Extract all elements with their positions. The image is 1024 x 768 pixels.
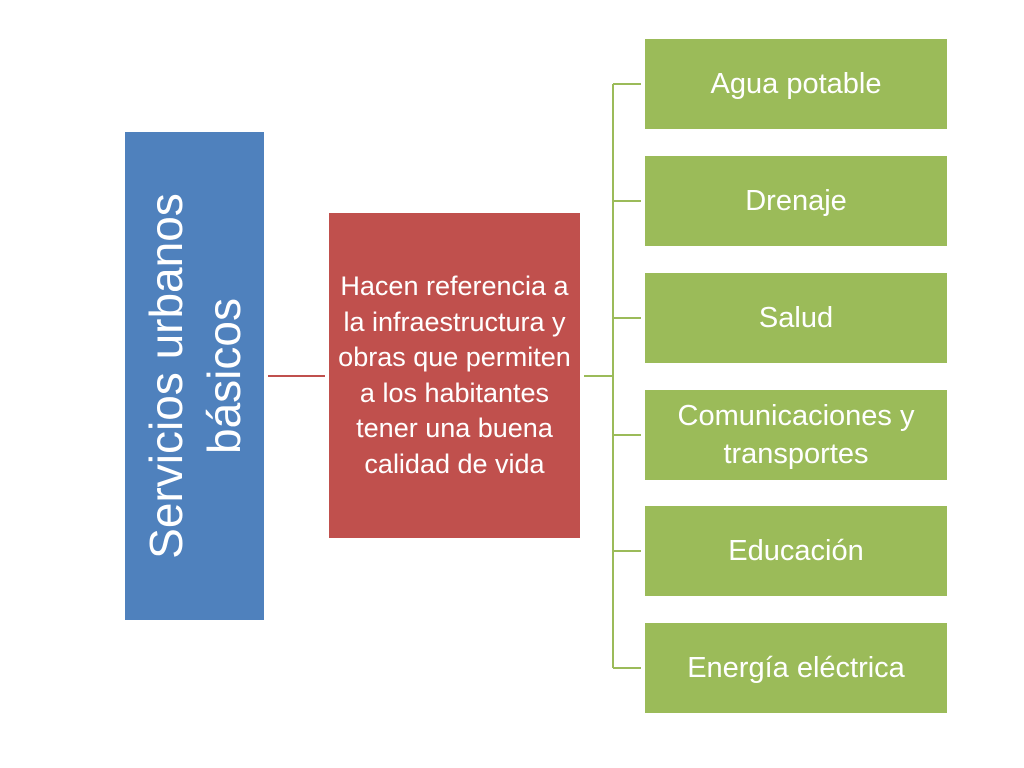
item-node-salud: Salud	[645, 273, 947, 363]
description-node-label: Hacen referencia a la infraestructura y …	[338, 271, 571, 479]
item-node-label: Comunicaciones y transportes	[677, 400, 915, 470]
root-node-label-line2: básicos	[197, 298, 250, 454]
item-node-label: Salud	[758, 302, 834, 334]
item-node-label: Energía eléctrica	[687, 652, 905, 684]
root-node-label-line1: Servicios urbanos	[139, 193, 192, 559]
item-node-energia-electrica: Energía eléctrica	[645, 623, 947, 713]
item-node-label: Agua potable	[710, 68, 882, 100]
item-node-agua-potable: Agua potable	[645, 39, 947, 129]
item-node-label: Drenaje	[745, 185, 847, 217]
item-node-label: Educación	[728, 535, 864, 567]
item-node-comunicaciones-y-transportes: Comunicaciones y transportes	[645, 390, 947, 480]
root-node: Servicios urbanos básicos	[125, 132, 264, 620]
root-node-label: Servicios urbanos básicos	[137, 193, 253, 559]
item-node-drenaje: Drenaje	[645, 156, 947, 246]
item-node-educacion: Educación	[645, 506, 947, 596]
description-node: Hacen referencia a la infraestructura y …	[329, 213, 580, 538]
